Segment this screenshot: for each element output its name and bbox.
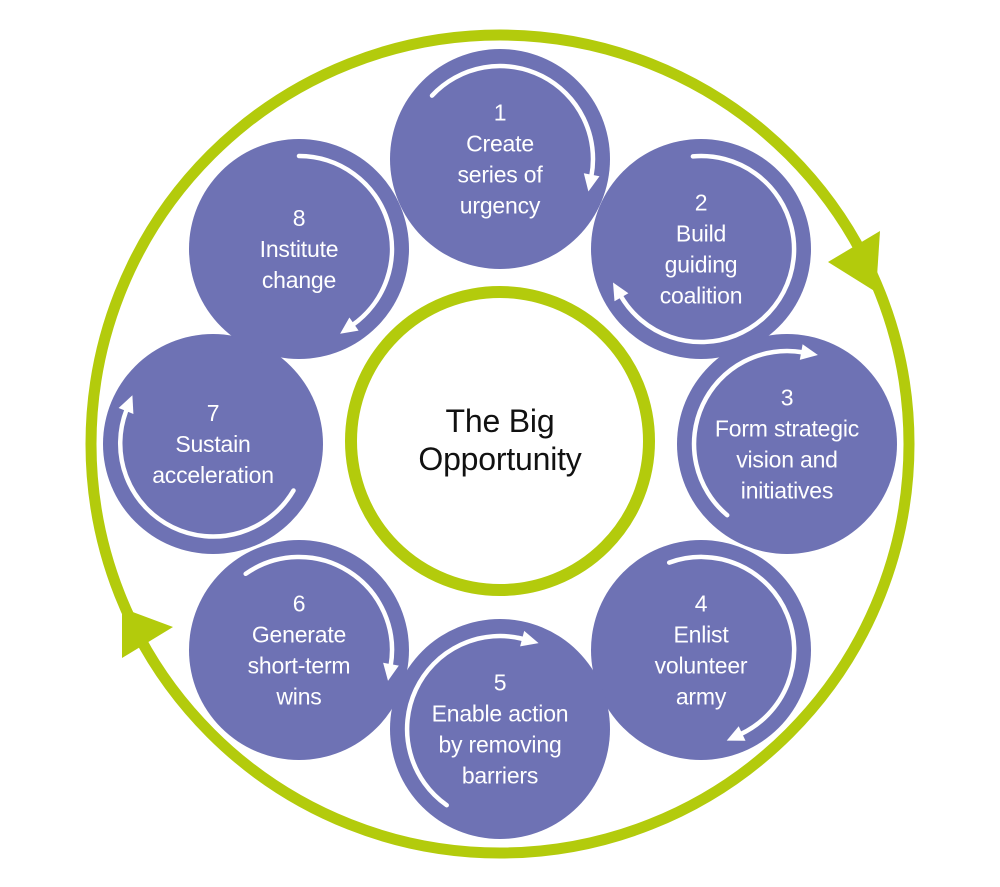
outer-cycle-ring	[85, 29, 915, 859]
step-arc	[243, 554, 395, 669]
step-label-line: Enlist	[673, 622, 729, 648]
step-label-line: coalition	[660, 283, 743, 309]
step-arrowhead-icon	[726, 726, 746, 741]
cycle-arrowhead-right-icon	[828, 231, 880, 292]
step-label-line: wins	[275, 684, 321, 710]
step-circle	[591, 139, 811, 359]
step-label-line: urgency	[460, 193, 541, 219]
center-circle	[345, 286, 655, 596]
step-circle	[591, 540, 811, 760]
step-circle	[189, 139, 409, 359]
step-label-line: army	[676, 684, 727, 710]
step-arc	[404, 633, 527, 808]
step-arc	[666, 554, 797, 737]
step-arrowhead-icon	[520, 630, 539, 647]
step-number: 2	[695, 190, 708, 216]
step-arrowhead-icon	[799, 344, 818, 360]
step-label-line: guiding	[665, 252, 738, 278]
step-arrowhead-icon	[383, 662, 399, 681]
step-label-line: barriers	[462, 763, 538, 789]
step-number: 7	[207, 400, 220, 426]
center-title-line: The Big	[446, 403, 555, 439]
step-circle	[189, 540, 409, 760]
step-number: 6	[293, 591, 306, 617]
step-circle	[390, 49, 610, 269]
step-arc	[429, 63, 596, 179]
center-title-line: Opportunity	[418, 441, 581, 477]
step-arc	[691, 348, 806, 518]
step-number: 4	[695, 591, 708, 617]
step-arrowhead-icon	[583, 173, 600, 192]
step-arrowhead-icon	[118, 395, 134, 414]
step-number: 5	[494, 670, 507, 696]
cycle-arrowhead-left-icon	[122, 608, 173, 658]
step-number: 8	[293, 205, 306, 231]
step-label-line: Generate	[252, 622, 346, 648]
step-label-line: initiatives	[741, 478, 833, 504]
step-label-line: change	[262, 267, 336, 293]
step-label-line: series of	[457, 162, 543, 188]
step-number: 3	[781, 385, 794, 411]
step-circle	[677, 334, 897, 554]
step-label-line: short-term	[248, 653, 351, 679]
step-label-line: Form strategic	[715, 416, 859, 442]
step-arrowhead-icon	[613, 282, 629, 302]
step-arrowhead-icon	[340, 317, 359, 334]
step-circle	[390, 619, 610, 839]
step-label-line: volunteer	[655, 653, 748, 679]
step-arc	[618, 153, 797, 345]
step-label-line: Enable action	[432, 701, 569, 727]
step-arc	[118, 406, 296, 539]
step-label-line: Institute	[260, 236, 339, 262]
step-arc	[296, 153, 395, 328]
step-label-line: Build	[676, 221, 726, 247]
step-label-line: by removing	[438, 732, 561, 758]
step-label-line: vision and	[736, 447, 838, 473]
step-circle	[103, 334, 323, 554]
step-label-line: Sustain	[175, 431, 250, 457]
step-number: 1	[494, 100, 507, 126]
step-label-line: acceleration	[152, 462, 274, 488]
step-label-line: Create	[466, 131, 534, 157]
